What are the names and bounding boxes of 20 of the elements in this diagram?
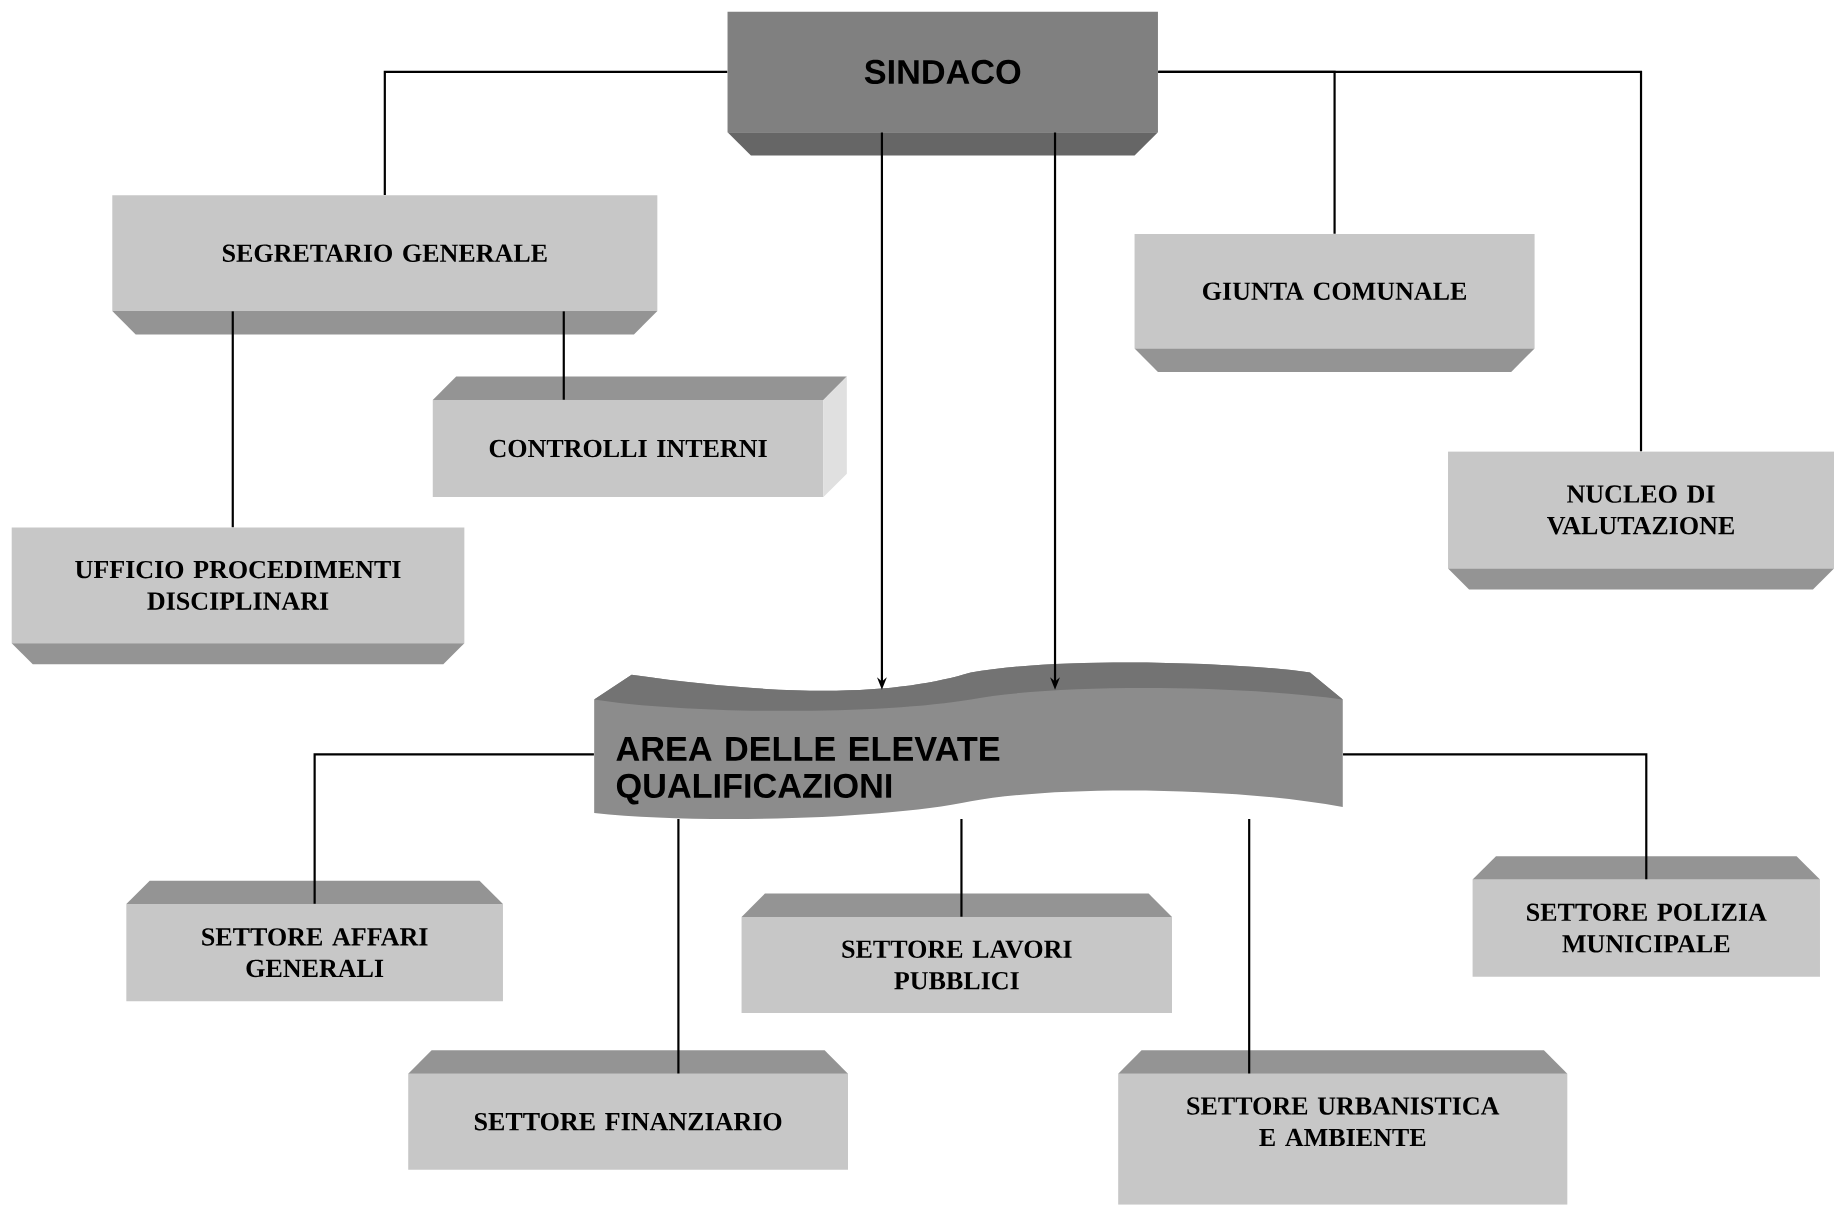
connector-line <box>313 753 594 904</box>
office-box: GIUNTA COMUNALE <box>1134 234 1535 373</box>
connector-line <box>231 311 234 528</box>
office-box: NUCLEO DI VALUTAZIONE <box>1448 451 1834 590</box>
office-box: SETTORE AFFARI GENERALI <box>126 880 503 1002</box>
connector-line <box>677 819 680 1074</box>
connector-line <box>1158 70 1643 452</box>
office-box: SETTORE FINANZIARIO <box>408 1050 848 1170</box>
office-box: UFFICIO PROCEDIMENTI DISCIPLINARI <box>11 527 465 665</box>
connector-line <box>960 819 963 917</box>
connector-line <box>1343 753 1648 880</box>
connector-line <box>1248 819 1251 1074</box>
office-box: SETTORE LAVORI PUBBLICI <box>741 893 1172 1014</box>
office-box: CONTROLLI INTERNI <box>432 376 847 498</box>
office-box: SETTORE POLIZIA MUNICIPALE <box>1472 856 1820 977</box>
office-box: SETTORE URBANISTICA E AMBIENTE <box>1118 1050 1568 1205</box>
connector-line <box>562 311 565 400</box>
head-box: SINDACO <box>727 11 1158 156</box>
office-box: SEGRETARIO GENERALE <box>112 195 658 335</box>
connector-line <box>383 70 728 196</box>
